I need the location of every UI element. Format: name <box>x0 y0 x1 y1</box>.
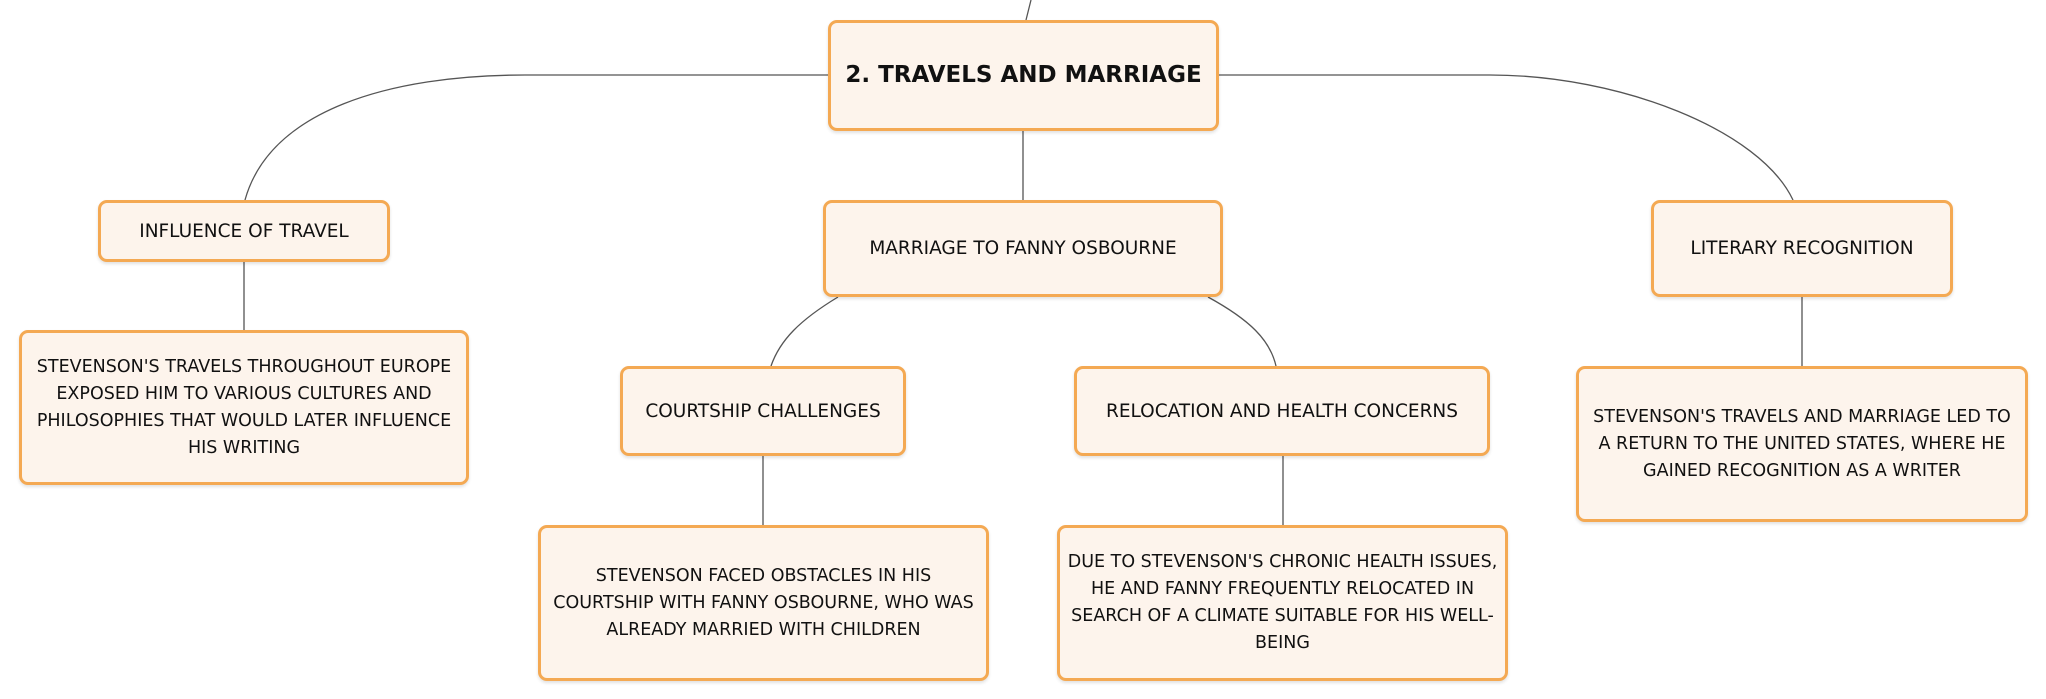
courtship-challenges-node[interactable]: COURTSHIP CHALLENGES <box>620 366 906 456</box>
recognition-detail-text: STEVENSON'S TRAVELS AND MARRIAGE LED TO … <box>1593 406 2011 481</box>
influence-detail-node[interactable]: STEVENSON'S TRAVELS THROUGHOUT EUROPE EX… <box>19 330 469 485</box>
connector-parent-to-main <box>1025 0 1032 21</box>
literary-recognition-label: LITERARY RECOGNITION <box>1690 238 1914 259</box>
courtship-detail-text: STEVENSON FACED OBSTACLES IN HIS COURTSH… <box>553 565 974 640</box>
connector-marriage-to-courtship <box>770 296 839 367</box>
connector-main-to-recognition <box>1219 74 1794 201</box>
influence-of-travel-node[interactable]: INFLUENCE OF TRAVEL <box>98 200 390 262</box>
relocation-label: RELOCATION AND HEALTH CONCERNS <box>1105 400 1458 422</box>
relocation-detail-node[interactable]: DUE TO STEVENSON'S CHRONIC HEALTH ISSUES… <box>1057 525 1508 681</box>
connector-main-to-influence <box>244 74 828 201</box>
influence-of-travel-label: INFLUENCE OF TRAVEL <box>139 220 349 242</box>
courtship-challenges-label: COURTSHIP CHALLENGES <box>645 400 881 422</box>
main-topic-node[interactable]: 2. TRAVELS AND MARRIAGE <box>828 20 1219 131</box>
courtship-detail-node[interactable]: STEVENSON FACED OBSTACLES IN HIS COURTSH… <box>538 525 989 681</box>
marriage-node[interactable]: MARRIAGE TO FANNY OSBOURNE <box>823 200 1223 297</box>
influence-detail-text: STEVENSON'S TRAVELS THROUGHOUT EUROPE EX… <box>36 356 452 458</box>
literary-recognition-node[interactable]: LITERARY RECOGNITION <box>1651 200 1953 297</box>
marriage-label: MARRIAGE TO FANNY OSBOURNE <box>869 238 1177 259</box>
recognition-detail-node[interactable]: STEVENSON'S TRAVELS AND MARRIAGE LED TO … <box>1576 366 2028 522</box>
main-topic-label: 2. TRAVELS AND MARRIAGE <box>845 62 1202 88</box>
relocation-detail-text: DUE TO STEVENSON'S CHRONIC HEALTH ISSUES… <box>1067 552 1498 653</box>
relocation-node[interactable]: RELOCATION AND HEALTH CONCERNS <box>1074 366 1490 456</box>
connector-marriage-to-relocation <box>1207 296 1277 367</box>
